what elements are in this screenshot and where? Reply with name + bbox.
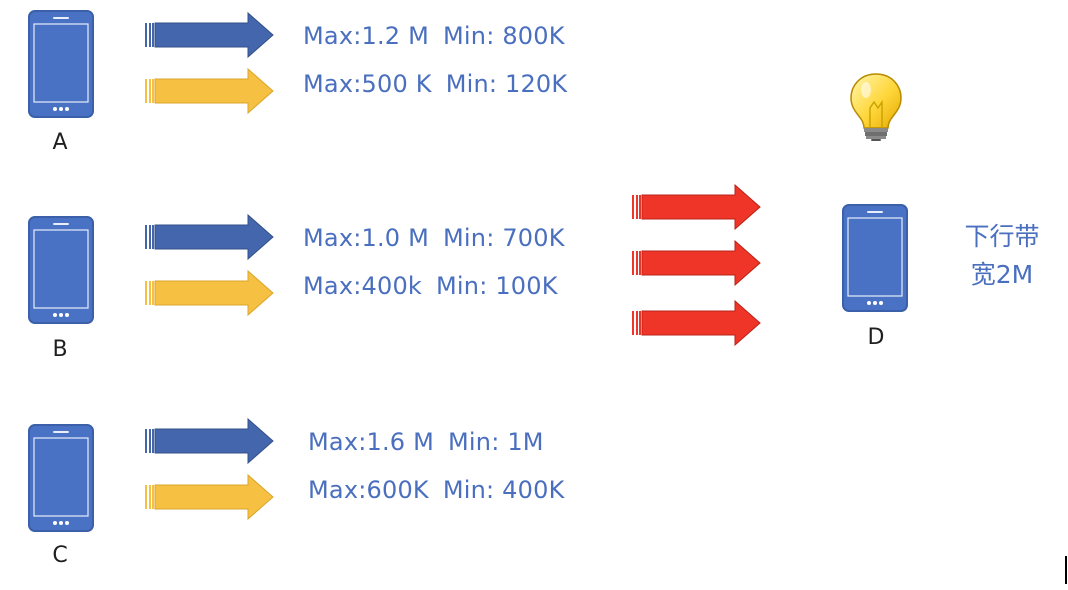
rate-c-low: Max:600K Min: 400K — [308, 476, 565, 504]
arrow-b-low-icon — [145, 270, 274, 316]
rate-a-low-min: Min: 120K — [445, 70, 568, 98]
arrow-a-high-icon — [145, 12, 274, 58]
rate-b-low: Max:400k Min: 100K — [303, 272, 558, 300]
rate-c-high-min: Min: 1M — [448, 428, 544, 456]
phone-a-icon — [28, 10, 94, 118]
arrow-c-high-icon — [145, 418, 274, 464]
rate-c-low-max: Max:600K — [308, 476, 429, 504]
rate-b-high-max: Max:1.0 M — [303, 224, 430, 252]
arrow-c-low-icon — [145, 474, 274, 520]
text-cursor — [1065, 556, 1067, 584]
rate-b-high: Max:1.0 M Min: 700K — [303, 224, 565, 252]
rate-a-low: Max:500 K Min: 120K — [303, 70, 567, 98]
bandwidth-line-2: 宽2M — [970, 260, 1034, 289]
phone-c-label: C — [52, 543, 68, 568]
arrow-red-1-icon — [632, 184, 761, 230]
arrow-a-low-icon — [145, 68, 274, 114]
phone-d-icon — [842, 204, 908, 312]
arrow-red-3-icon — [632, 300, 761, 346]
rate-b-low-min: Min: 100K — [436, 272, 558, 300]
lightbulb-icon — [850, 73, 902, 141]
rate-c-high-max: Max:1.6 M — [308, 428, 435, 456]
rate-b-high-min: Min: 700K — [443, 224, 565, 252]
phone-d-label: D — [867, 325, 885, 350]
arrow-red-2-icon — [632, 240, 761, 286]
rate-a-high: Max:1.2 M Min: 800K — [303, 22, 565, 50]
rate-a-high-min: Min: 800K — [443, 22, 565, 50]
rate-b-low-max: Max:400k — [303, 272, 423, 300]
rate-a-high-max: Max:1.2 M — [303, 22, 430, 50]
bandwidth-line-1: 下行带 — [964, 222, 1040, 251]
rate-c-low-min: Min: 400K — [442, 476, 565, 504]
phone-b-icon — [28, 216, 94, 324]
phone-c-icon — [28, 424, 94, 532]
phone-a-label: A — [52, 130, 68, 155]
arrow-b-high-icon — [145, 214, 274, 260]
rate-a-low-max: Max:500 K — [303, 70, 432, 98]
rate-c-high: Max:1.6 M Min: 1M — [308, 428, 544, 456]
bandwidth-label: 下行带 宽2M — [947, 218, 1057, 294]
phone-b-label: B — [52, 337, 68, 362]
